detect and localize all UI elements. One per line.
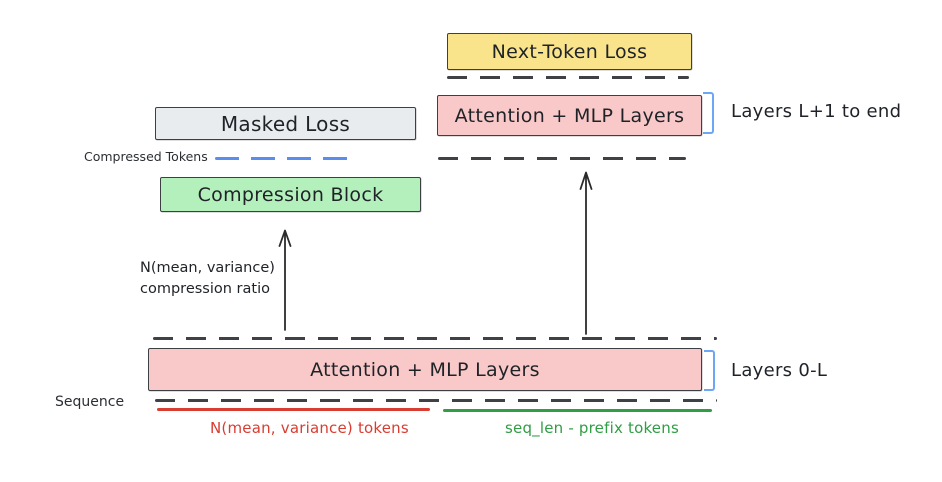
annotation-line-2: compression ratio <box>140 281 270 297</box>
attention-mlp-top-label: Attention + MLP Layers <box>454 104 685 127</box>
bracket-layers-bottom <box>704 350 715 391</box>
layers-top-label: Layers L+1 to end <box>731 101 902 122</box>
attention-mlp-bottom-label: Attention + MLP Layers <box>310 358 540 381</box>
compression-block-label: Compression Block <box>197 183 384 206</box>
next-token-loss-box: Next-Token Loss <box>447 33 692 70</box>
compression-block-box: Compression Block <box>160 177 421 212</box>
green-token-span-underline <box>443 409 712 412</box>
layers-bottom-label: Layers 0-L <box>731 360 828 381</box>
compressed-tokens-label: Compressed Tokens <box>84 149 208 164</box>
attention-mlp-top-box: Attention + MLP Layers <box>437 95 702 136</box>
dashed-separator-above-attention-bottom <box>153 337 717 340</box>
dashed-separator-under-next-token-loss <box>447 76 689 79</box>
up-arrow-right <box>578 168 594 336</box>
masked-loss-box: Masked Loss <box>155 107 416 140</box>
next-token-loss-label: Next-Token Loss <box>491 40 648 63</box>
dashed-separator-under-attention-top <box>438 157 686 160</box>
annotation-line-1: N(mean, variance) <box>140 260 275 276</box>
bracket-layers-top <box>703 92 714 134</box>
red-token-span-underline <box>157 408 430 411</box>
up-arrow-left <box>277 226 293 332</box>
dashed-separator-sequence <box>155 399 717 402</box>
compressed-tokens-dashes <box>215 157 350 160</box>
compression-ratio-annotation: N(mean, variance) compression ratio <box>140 258 275 300</box>
attention-mlp-bottom-box: Attention + MLP Layers <box>148 348 702 391</box>
green-token-span-caption: seq_len - prefix tokens <box>505 419 679 437</box>
red-token-span-caption: N(mean, variance) tokens <box>210 419 409 437</box>
sequence-label: Sequence <box>55 394 125 410</box>
masked-loss-label: Masked Loss <box>220 111 351 136</box>
